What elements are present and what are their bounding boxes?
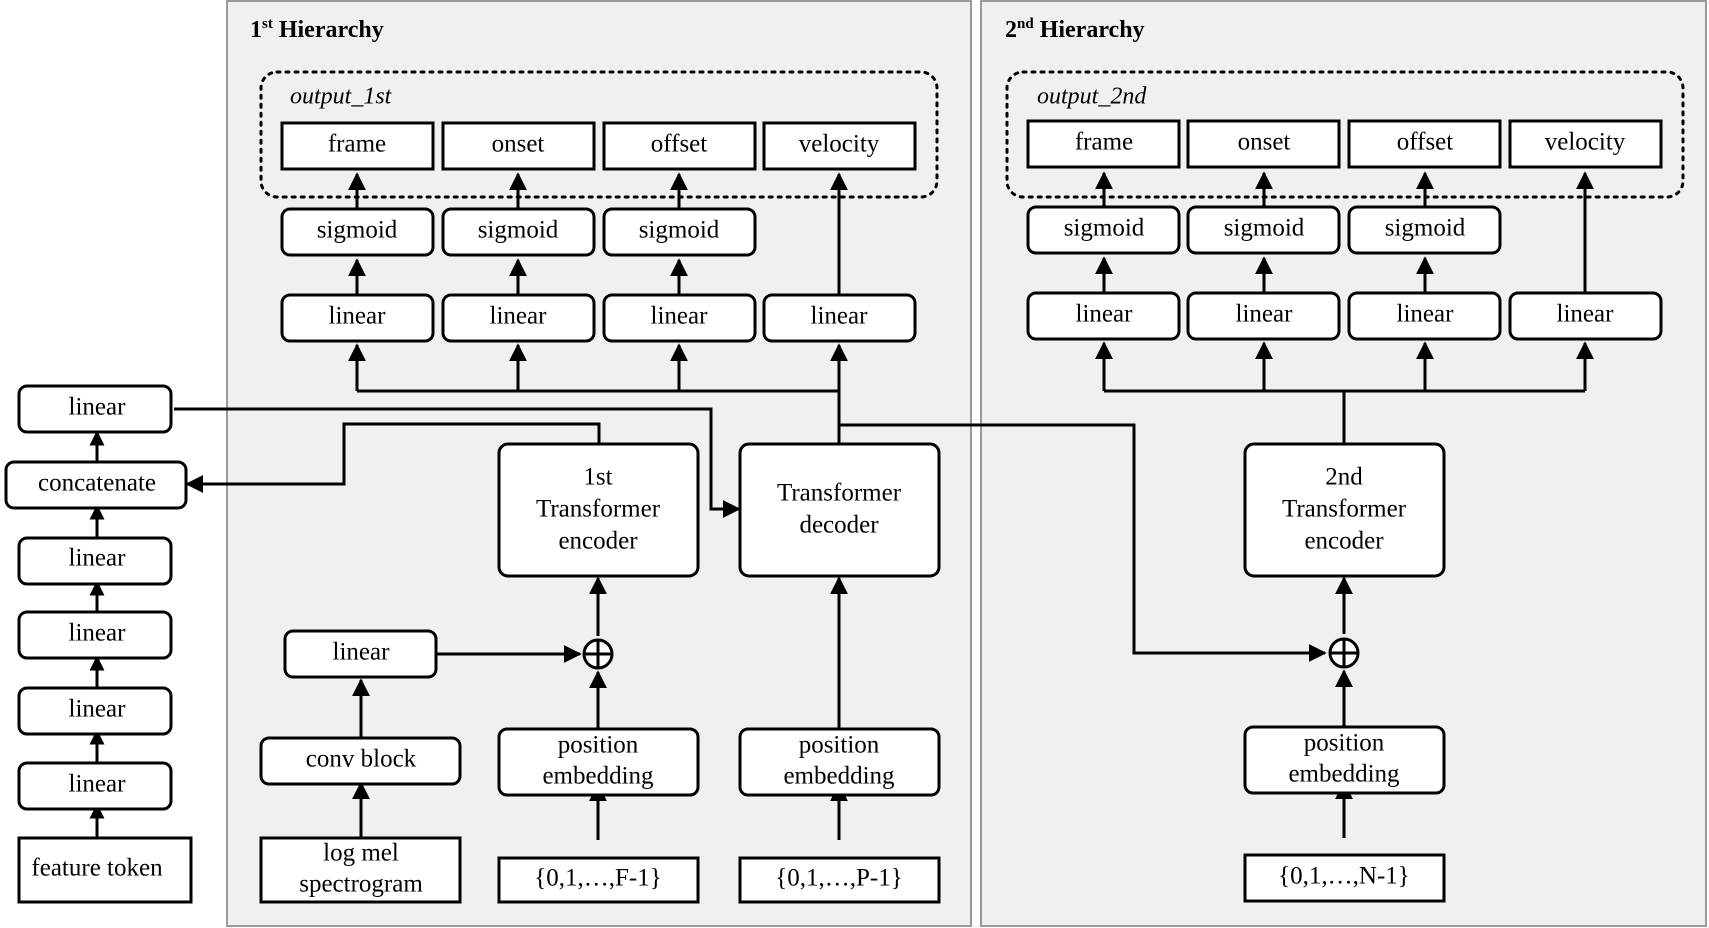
output-2nd-onset [1186, 119, 1341, 169]
first-encoder-line-3: encoder [558, 528, 638, 555]
linear-1st-velocity-label: linear [811, 303, 869, 330]
linear-mel [283, 629, 438, 679]
pos-emb-enc-line-2: embedding [542, 763, 654, 790]
sigmoid-1st-frame-label: sigmoid [317, 217, 398, 244]
left-linear-2 [17, 686, 173, 736]
conv-block-label: conv block [306, 746, 417, 773]
log-mel-line-1: log mel [323, 840, 399, 867]
linear-2nd-velocity [1508, 291, 1663, 341]
feature-token-box [17, 836, 193, 904]
sigmoid-2nd-onset-label: sigmoid [1224, 215, 1305, 242]
pos-emb-2nd-line-2: embedding [1288, 761, 1400, 788]
concatenate-label: concatenate [38, 470, 156, 497]
linear-1st-offset-label: linear [651, 303, 709, 330]
position-embedding-2nd [1243, 725, 1446, 795]
output-2nd-label: output_2nd [1037, 84, 1147, 110]
sigmoid-1st-onset-label: sigmoid [478, 217, 559, 244]
feature-token-label: feature token [31, 855, 163, 882]
sigmoid-2nd-frame-label: sigmoid [1064, 215, 1145, 242]
log-mel-line-2: spectrogram [299, 871, 423, 898]
sigmoid-1st-offset-label: sigmoid [639, 217, 720, 244]
sigmoid-1st-frame [280, 207, 435, 257]
output-1st-onset-label: onset [492, 131, 545, 158]
left-linear-4-label: linear [69, 545, 127, 572]
linear-2nd-frame [1026, 291, 1181, 341]
output-1st-group [259, 70, 939, 199]
index-n [1243, 853, 1446, 903]
index-p [738, 856, 941, 904]
output-2nd-frame [1026, 119, 1181, 169]
linear-1st-onset-label: linear [490, 303, 548, 330]
concatenate-box [4, 460, 188, 510]
sigmoid-2nd-offset-label: sigmoid [1385, 215, 1466, 242]
linear-1st-frame [280, 293, 435, 343]
linear-1st-frame-label: linear [329, 303, 387, 330]
transformer-decoder [738, 442, 941, 578]
first-encoder-line-2: Transformer [536, 496, 661, 523]
second-hierarchy-title: 2nd Hierarchy [1005, 16, 1145, 43]
pos-emb-2nd-line-1: position [1304, 730, 1385, 757]
left-linear-3 [17, 610, 173, 660]
linear-mel-label: linear [333, 639, 391, 666]
first-hierarchy-title: 1st Hierarchy [250, 16, 384, 43]
position-embedding-encoder [497, 727, 700, 797]
sigmoid-2nd-frame [1026, 205, 1181, 255]
left-linear-1-label: linear [69, 771, 127, 798]
linear-1st-offset [602, 293, 757, 343]
decoder-line-2: decoder [799, 512, 879, 539]
output-1st-label: output_1st [290, 84, 393, 110]
linear-1st-velocity [762, 293, 917, 343]
second-transformer-encoder [1243, 442, 1446, 578]
decoder-line-1: Transformer [777, 480, 902, 507]
output-2nd-offset-label: offset [1397, 129, 1454, 156]
linear-1st-onset [441, 293, 596, 343]
output-2nd-frame-label: frame [1075, 129, 1133, 156]
linear-2nd-velocity-label: linear [1557, 301, 1615, 328]
index-p-label: {0,1,…,P-1} [775, 865, 902, 892]
left-linear-top-label: linear [69, 394, 127, 421]
linear-2nd-onset [1186, 291, 1341, 341]
sigmoid-2nd-offset [1347, 205, 1502, 255]
sigmoid-1st-offset [602, 207, 757, 257]
output-2nd-velocity [1508, 119, 1663, 169]
linear-2nd-offset-label: linear [1397, 301, 1455, 328]
pos-emb-enc-line-1: position [558, 732, 639, 759]
left-linear-3-label: linear [69, 620, 127, 647]
conv-block [259, 736, 462, 786]
output-1st-offset-label: offset [651, 131, 708, 158]
linear-2nd-onset-label: linear [1236, 301, 1294, 328]
sigmoid-1st-onset [441, 207, 596, 257]
linear-2nd-frame-label: linear [1076, 301, 1134, 328]
left-linear-2-label: linear [69, 696, 127, 723]
left-linear-1 [17, 761, 173, 811]
output-1st-frame-label: frame [328, 131, 386, 158]
second-encoder-line-2: Transformer [1282, 496, 1407, 523]
position-embedding-decoder [738, 727, 941, 797]
first-transformer-encoder [497, 442, 700, 578]
second-encoder-line-1: 2nd [1325, 464, 1363, 491]
output-2nd-offset [1347, 119, 1502, 169]
output-1st-offset [602, 121, 757, 171]
output-2nd-velocity-label: velocity [1545, 129, 1626, 156]
output-1st-frame [280, 121, 435, 171]
second-encoder-line-3: encoder [1304, 528, 1384, 555]
log-mel-spectrogram [259, 836, 462, 904]
output-1st-velocity [762, 121, 917, 171]
index-f-label: {0,1,…,F-1} [534, 865, 661, 892]
output-1st-velocity-label: velocity [799, 131, 880, 158]
linear-2nd-offset [1347, 291, 1502, 341]
output-1st-onset [441, 121, 596, 171]
output-2nd-onset-label: onset [1238, 129, 1291, 156]
sigmoid-2nd-onset [1186, 205, 1341, 255]
pos-emb-dec-line-2: embedding [783, 763, 895, 790]
index-n-label: {0,1,…,N-1} [1278, 863, 1410, 890]
pos-emb-dec-line-1: position [799, 732, 880, 759]
index-f [497, 856, 700, 904]
first-encoder-line-1: 1st [583, 464, 612, 491]
output-2nd-group [1005, 70, 1685, 199]
left-linear-top [17, 384, 173, 434]
left-linear-4 [17, 536, 173, 586]
